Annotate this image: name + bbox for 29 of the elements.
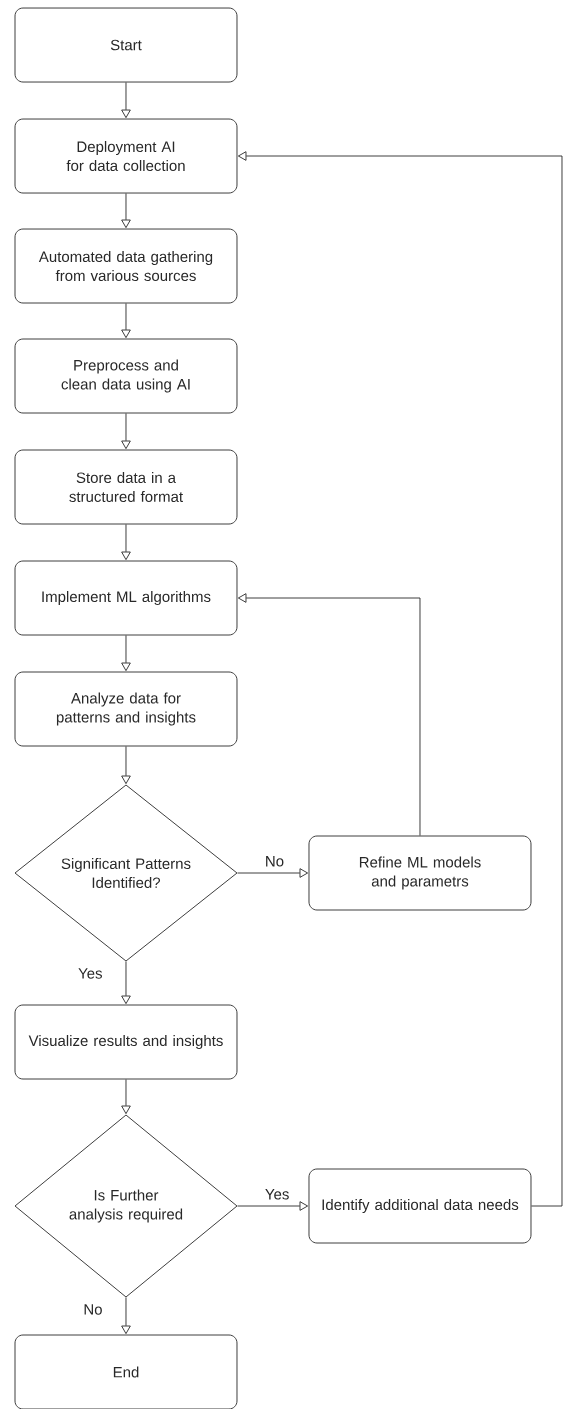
process-box: Implement ML algorithms — [14, 560, 238, 636]
arrow — [121, 635, 131, 672]
terminal-box: End — [14, 1334, 238, 1409]
edge-label: No — [82, 1303, 104, 1316]
arrow — [121, 303, 131, 339]
arrow — [121, 961, 131, 1005]
process-box: Store data in a structured format — [14, 449, 238, 525]
process-box: Deployment AI for data collection — [14, 118, 238, 194]
process-box: Visualize results and insights — [14, 1004, 238, 1080]
process-box: Identify additional data needs — [308, 1168, 532, 1244]
arrow — [121, 82, 131, 119]
arrow — [237, 593, 421, 836]
process-box: Analyze data for patterns and insights — [14, 671, 238, 747]
arrow — [237, 151, 563, 1207]
arrow — [121, 1079, 131, 1115]
edge-label: No — [263, 855, 286, 868]
process-box: Preprocess and clean data using AI — [14, 338, 238, 414]
process-box: Automated data gathering from various sources — [14, 228, 238, 304]
arrow — [237, 1201, 309, 1211]
arrow — [121, 193, 131, 229]
process-box: Refine ML models and parametrs — [308, 835, 532, 911]
arrow — [237, 868, 309, 878]
arrow — [121, 524, 131, 561]
terminal-box: Start — [14, 7, 238, 83]
arrow — [121, 413, 131, 450]
edge-label: Yes — [77, 967, 104, 980]
arrow — [121, 746, 131, 785]
edge-label: Yes — [263, 1188, 291, 1201]
arrow — [121, 1297, 131, 1335]
